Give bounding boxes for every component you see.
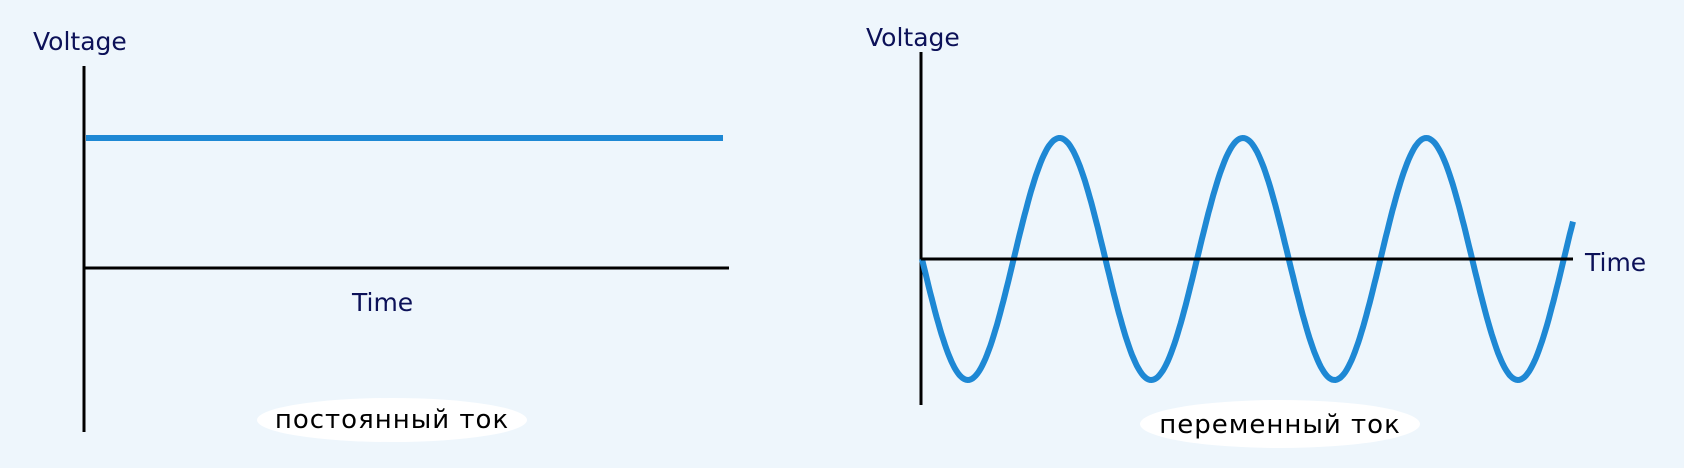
dc-x-axis-label: Time [351,288,413,317]
ac-caption: переменный ток [1159,410,1401,440]
dc-chart: Voltage Time постоянный ток [33,27,729,442]
ac-x-axis-label: Time [1584,248,1646,277]
dc-y-axis-label: Voltage [33,27,127,56]
ac-y-axis-label: Voltage [866,23,960,52]
ac-caption-background [1140,400,1420,448]
ac-chart: Voltage Time переменный ток [866,23,1646,448]
ac-voltage-wave [919,134,1576,384]
dc-caption: постоянный ток [275,405,509,435]
dc-caption-background [257,398,527,442]
